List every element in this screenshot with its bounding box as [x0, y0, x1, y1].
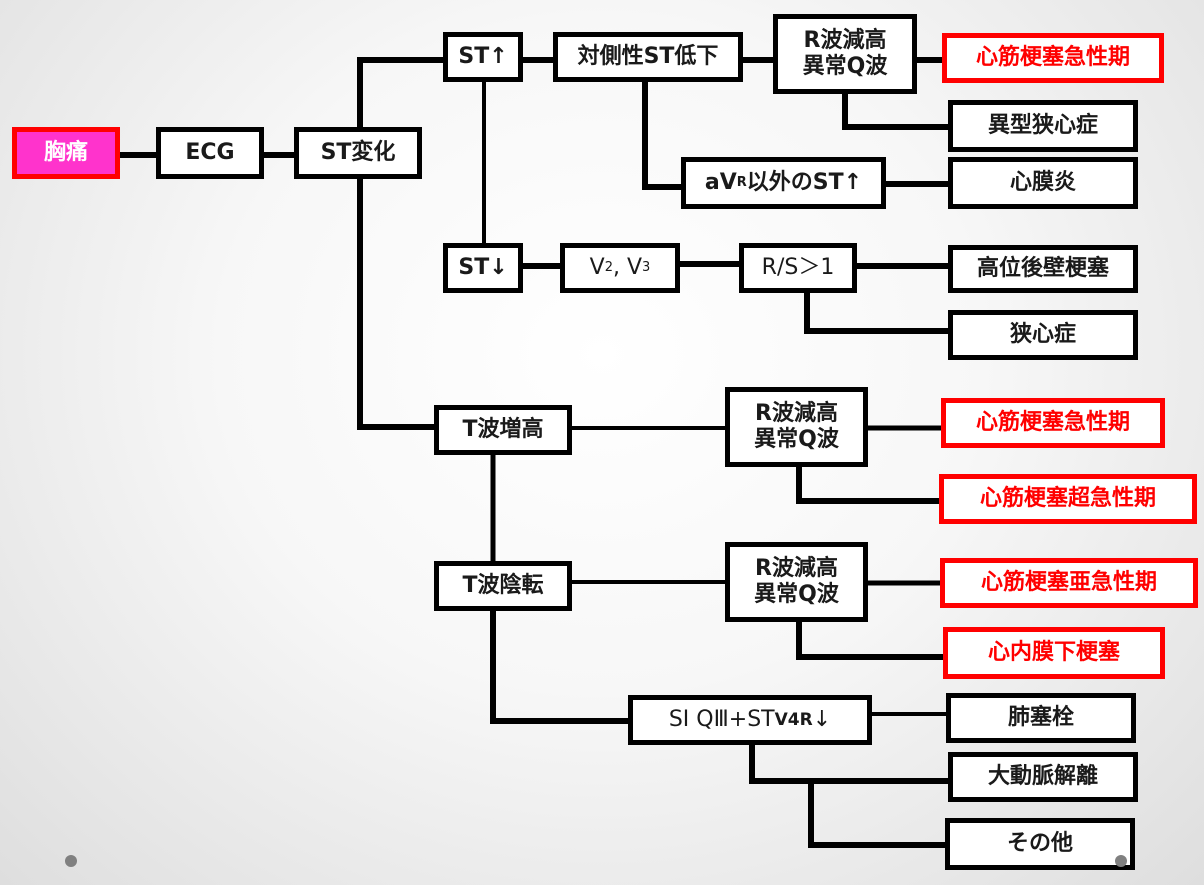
avr-subscript: R — [736, 175, 747, 191]
node-variant-angina: 異型狭心症 — [948, 100, 1138, 152]
node-line2: 異常Q波 — [754, 427, 839, 452]
connector-rs-angina — [804, 290, 951, 334]
connector-stchange-tpeaked — [357, 176, 437, 430]
slide-dot-right — [1115, 855, 1127, 867]
node-ami-acute-mid: 心筋梗塞急性期 — [941, 398, 1165, 448]
node-r-loss-q-wave-mid2: R波減高 異常Q波 — [725, 542, 868, 622]
connector-rloss1-hyperacute — [796, 464, 942, 504]
node-ami-hyperacute: 心筋梗塞超急性期 — [939, 474, 1197, 524]
avr-suffix: 以外のST↑ — [746, 169, 863, 195]
connector-reciprocal-avr — [642, 79, 684, 190]
node-chest-pain: 胸痛 — [12, 127, 120, 179]
node-aortic-dissection: 大動脈解離 — [948, 752, 1138, 802]
node-r-loss-q-wave-top: R波減高 異常Q波 — [773, 14, 917, 94]
slide-dot-left — [65, 855, 77, 867]
connector-stchange-stup — [357, 57, 446, 130]
node-angina: 狭心症 — [948, 310, 1138, 360]
node-reciprocal-st-depression: 対側性ST低下 — [553, 32, 743, 82]
v3-label: , V — [613, 254, 643, 280]
node-ami-acute-top: 心筋梗塞急性期 — [942, 33, 1164, 83]
connector-dissection-other — [808, 778, 948, 848]
s1q3-v4r: V4R — [774, 709, 813, 730]
v2-subscript: 2 — [604, 260, 613, 276]
node-subendocardial-infarct: 心内膜下梗塞 — [943, 627, 1165, 679]
node-pulmonary-embolism: 肺塞栓 — [946, 693, 1136, 743]
node-line1: R波減高 — [755, 555, 838, 581]
avr-prefix: aV — [704, 169, 737, 195]
connector-tinv-s1q3 — [490, 608, 631, 724]
node-t-peaked: T波増高 — [434, 405, 572, 455]
node-other: その他 — [945, 818, 1135, 870]
s1q3-arrow: ↓ — [812, 706, 832, 732]
node-st-change: ST変化 — [294, 127, 422, 179]
connector-rloss2-subendo — [796, 619, 946, 660]
node-t-inversion: T波陰転 — [434, 561, 572, 611]
node-st-elevation: ST↑ — [443, 32, 523, 82]
node-high-posterior-infarct: 高位後壁梗塞 — [948, 245, 1138, 293]
node-line1: R波減高 — [755, 400, 838, 426]
node-line2: 異常Q波 — [754, 582, 839, 607]
node-st-depression: ST↓ — [443, 243, 523, 293]
connector-rloss-variant — [842, 91, 951, 130]
node-ecg: ECG — [156, 127, 264, 179]
node-line2: 異常Q波 — [802, 54, 888, 79]
connector-s1q3-dissection — [749, 742, 951, 784]
v2-label: V — [589, 254, 605, 280]
v3-subscript: 3 — [642, 260, 651, 276]
node-r-loss-q-wave-mid1: R波減高 異常Q波 — [725, 387, 868, 467]
node-rs-ratio: R/S＞1 — [739, 243, 857, 293]
node-ami-subacute: 心筋梗塞亜急性期 — [940, 558, 1198, 608]
node-line1: R波減高 — [803, 27, 887, 53]
node-pericarditis: 心膜炎 — [948, 157, 1138, 209]
s1q3-main: SⅠ QⅢ+ST — [668, 706, 775, 732]
